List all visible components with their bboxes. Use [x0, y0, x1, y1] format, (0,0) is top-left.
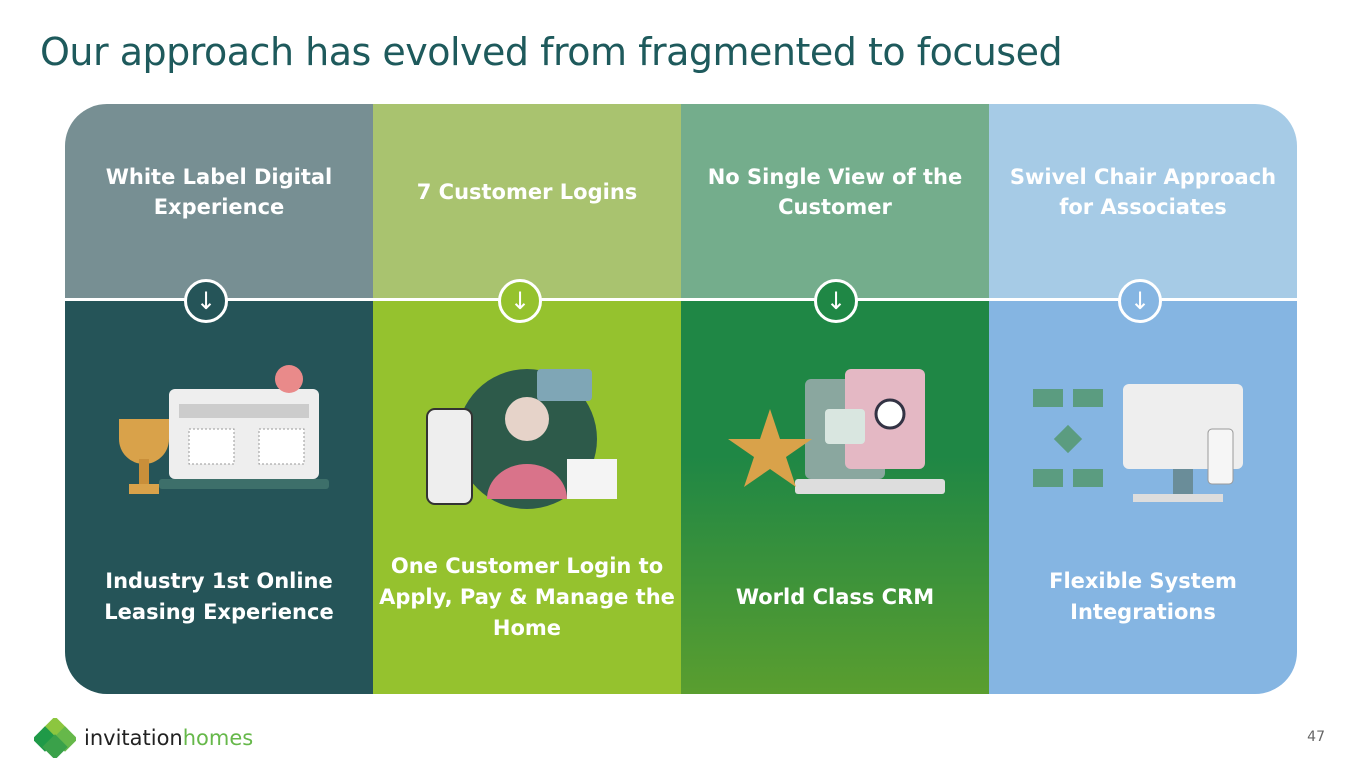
divider-line — [65, 298, 1297, 301]
company-logo: invitationhomes — [34, 718, 253, 758]
trophy-laptop-illustration — [119, 365, 329, 494]
arrow-down-icon: ↓ — [1118, 279, 1162, 323]
approach-card: White Label Digital Experience Industry … — [65, 104, 1297, 694]
arrow-down-icon: ↓ — [814, 279, 858, 323]
after-label: Industry 1st Online Leasing Experience — [104, 569, 334, 624]
arrow-down-icon: ↓ — [184, 279, 228, 323]
integrations-illustration — [1033, 384, 1243, 502]
before-label: No Single View of the Customer — [681, 104, 989, 299]
logo-mark-icon — [34, 718, 76, 758]
after-label: World Class CRM — [735, 584, 935, 609]
column-customer-view: No Single View of the Customer World Cla… — [681, 104, 989, 694]
column-digital-experience: White Label Digital Experience Industry … — [65, 104, 373, 694]
before-label: White Label Digital Experience — [65, 104, 373, 299]
logo-text-invitation: invitation — [84, 726, 183, 750]
after-label: One Customer Login to Apply, Pay & Manag… — [379, 553, 675, 640]
before-label: Swivel Chair Approach for Associates — [989, 104, 1297, 299]
column-customer-logins: 7 Customer Logins One Customer Login to … — [373, 104, 681, 694]
arrow-down-icon: ↓ — [498, 279, 542, 323]
page-number: 47 — [1307, 729, 1325, 745]
customer-login-illustration — [426, 369, 617, 509]
logo-text-homes: homes — [182, 726, 254, 750]
before-label: 7 Customer Logins — [373, 104, 681, 299]
after-label: Flexible System Integrations — [1049, 569, 1237, 624]
page-title: Our approach has evolved from fragmented… — [40, 30, 1063, 74]
column-system-integrations: Swivel Chair Approach for Associates Fle… — [989, 104, 1297, 694]
crm-illustration — [728, 369, 945, 494]
